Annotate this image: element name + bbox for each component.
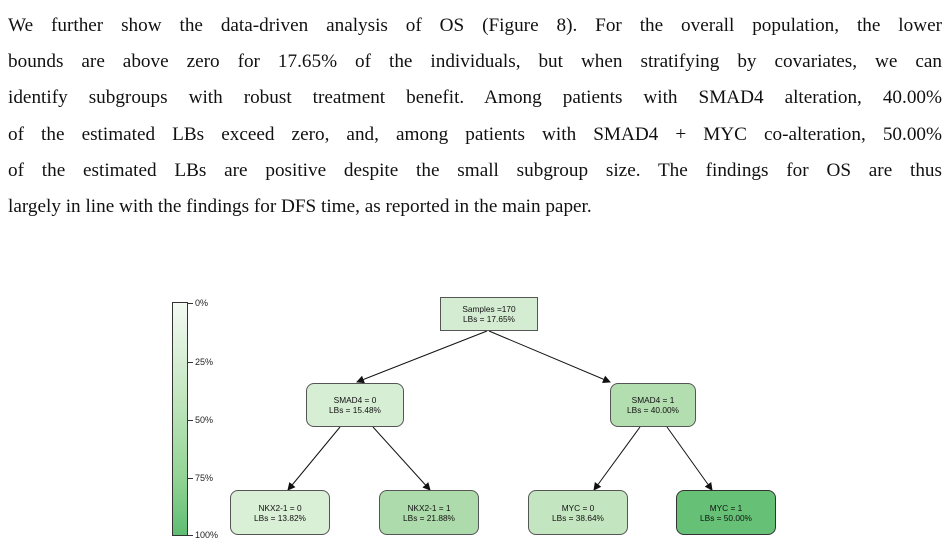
tree-node-nkx21-0: NKX2-1 = 0 LBs = 13.82% (230, 490, 330, 535)
tree-node-smad4-1: SMAD4 = 1 LBs = 40.00% (610, 383, 696, 427)
tree-node-nkx21-1: NKX2-1 = 1 LBs = 21.88% (379, 490, 479, 535)
colorbar-label-100: 100% (195, 530, 219, 540)
colorbar-label-75: 75% (195, 473, 214, 483)
node-nkx21-1-line2: LBs = 21.88% (403, 512, 455, 523)
paragraph-line-2: bounds are above zero for 17.65% of the … (8, 51, 942, 73)
tree-node-smad4-0: SMAD4 = 0 LBs = 15.48% (306, 383, 404, 427)
node-nkx21-1-line1: NKX2-1 = 1 (407, 502, 451, 513)
paragraph-line-3: identify subgroups with robust treatment… (8, 87, 942, 109)
node-myc-1-line1: MYC = 1 (709, 502, 743, 513)
paragraph-line-5: of the estimated LBs are positive despit… (8, 159, 942, 181)
edge-left-leftleft (287, 426, 341, 491)
colorbar-tick-25 (188, 362, 193, 363)
paragraph-line-6: largely in line with the findings for DF… (8, 195, 592, 217)
tree-node-root: Samples =170 LBs = 17.65% (440, 297, 538, 331)
colorbar-label-0: 0% (195, 298, 209, 308)
paragraph-line-4: of the estimated LBs exceed zero, and, a… (8, 123, 942, 145)
edge-right-rightright (666, 426, 713, 491)
edge-root-right (488, 330, 611, 383)
colorbar-tick-50 (188, 420, 193, 421)
colorbar-label-25: 25% (195, 357, 214, 367)
node-myc-0-line2: LBs = 38.64% (552, 512, 604, 523)
node-nkx21-0-line2: LBs = 13.82% (254, 512, 306, 523)
node-smad4-0-line2: LBs = 15.48% (329, 405, 381, 415)
paragraph-line-1: We further show the data-driven analysis… (8, 15, 942, 36)
edge-left-leftright (372, 426, 431, 491)
colorbar-label-50: 50% (195, 415, 214, 425)
edge-root-left (356, 330, 488, 384)
node-myc-0-line1: MYC = 0 (561, 502, 595, 513)
node-smad4-1-line1: SMAD4 = 1 (631, 395, 675, 405)
node-smad4-1-line2: LBs = 40.00% (627, 405, 679, 415)
node-root-line1: Samples =170 (462, 304, 516, 314)
colorbar-tick-75 (188, 478, 193, 479)
node-myc-1-line2: LBs = 50.00% (700, 512, 752, 523)
tree-node-myc-1: MYC = 1 LBs = 50.00% (676, 490, 776, 535)
tree-node-myc-0: MYC = 0 LBs = 38.64% (528, 490, 628, 535)
colorbar-tick-0 (188, 303, 193, 304)
colorbar-tick-100 (188, 535, 193, 536)
body-paragraph: We further show the data-driven analysis… (8, 8, 942, 225)
node-root-line2: LBs = 17.65% (463, 314, 515, 324)
colorbar (172, 302, 188, 536)
edge-right-rightleft (593, 426, 641, 491)
node-nkx21-0-line1: NKX2-1 = 0 (258, 502, 302, 513)
node-smad4-0-line1: SMAD4 = 0 (333, 395, 377, 405)
